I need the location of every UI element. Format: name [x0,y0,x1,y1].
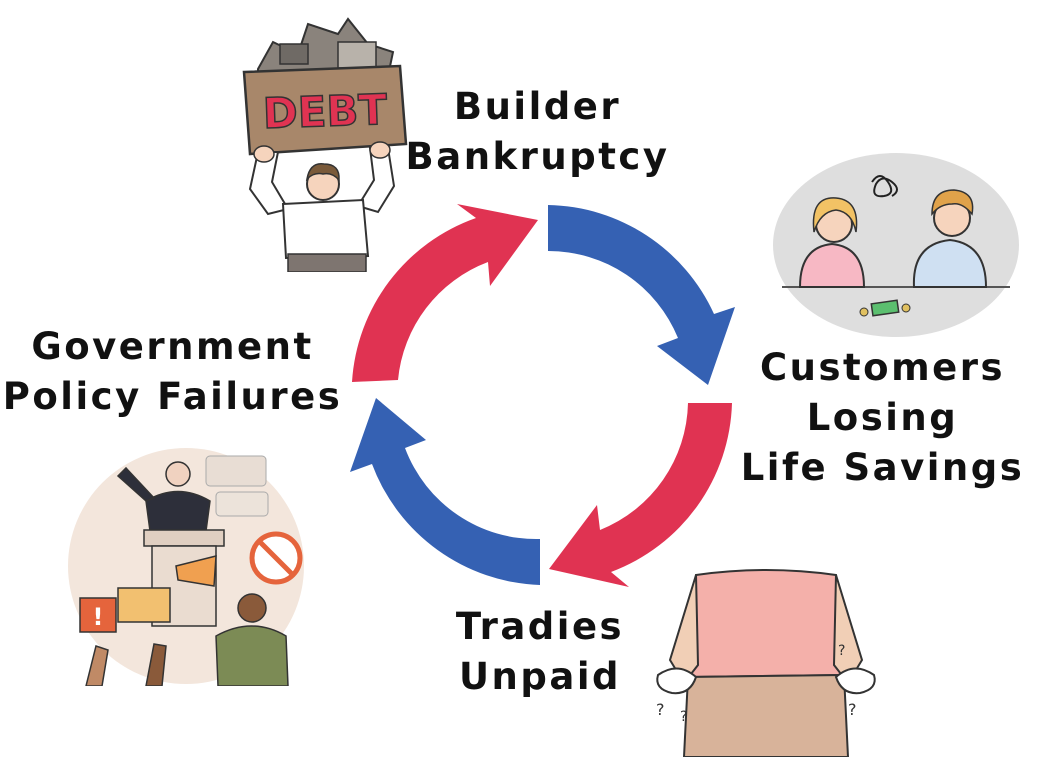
stage-label-tradies: Tradies Unpaid [440,602,640,702]
svg-text:?: ? [848,700,857,719]
label-line: Government [31,325,314,368]
svg-text:?: ? [656,700,665,719]
svg-text:!: ! [93,603,104,631]
arrow-government-to-builder [352,204,538,382]
label-line: Policy Failures [2,375,343,418]
debt-text: DEBT [262,85,388,138]
label-line: Unpaid [458,655,621,698]
stage-label-builder: Builder Bankruptcy [405,82,670,182]
stage-label-customers: Customers Losing Life Savings [740,343,1025,493]
label-line: Life Savings [740,446,1025,489]
stage-label-government: Government Policy Failures [0,322,345,422]
label-line: Bankruptcy [405,135,670,178]
worried-couple-illustration [773,153,1019,337]
empty-pockets-illustration: ? ? ? ? [656,569,876,757]
svg-text:?: ? [838,643,845,659]
arrow-builder-to-customers [548,205,735,385]
label-line: Builder [453,85,622,128]
arrow-tradies-to-government [350,398,540,585]
svg-text:?: ? [680,709,687,725]
debt-box-person-illustration: DEBT [242,17,408,272]
protest-politician-illustration: ! [68,448,304,686]
label-line: Tradies [455,605,625,648]
label-line: Losing [806,396,959,439]
arrow-customers-to-tradies [549,403,732,587]
label-line: Customers [759,346,1006,389]
